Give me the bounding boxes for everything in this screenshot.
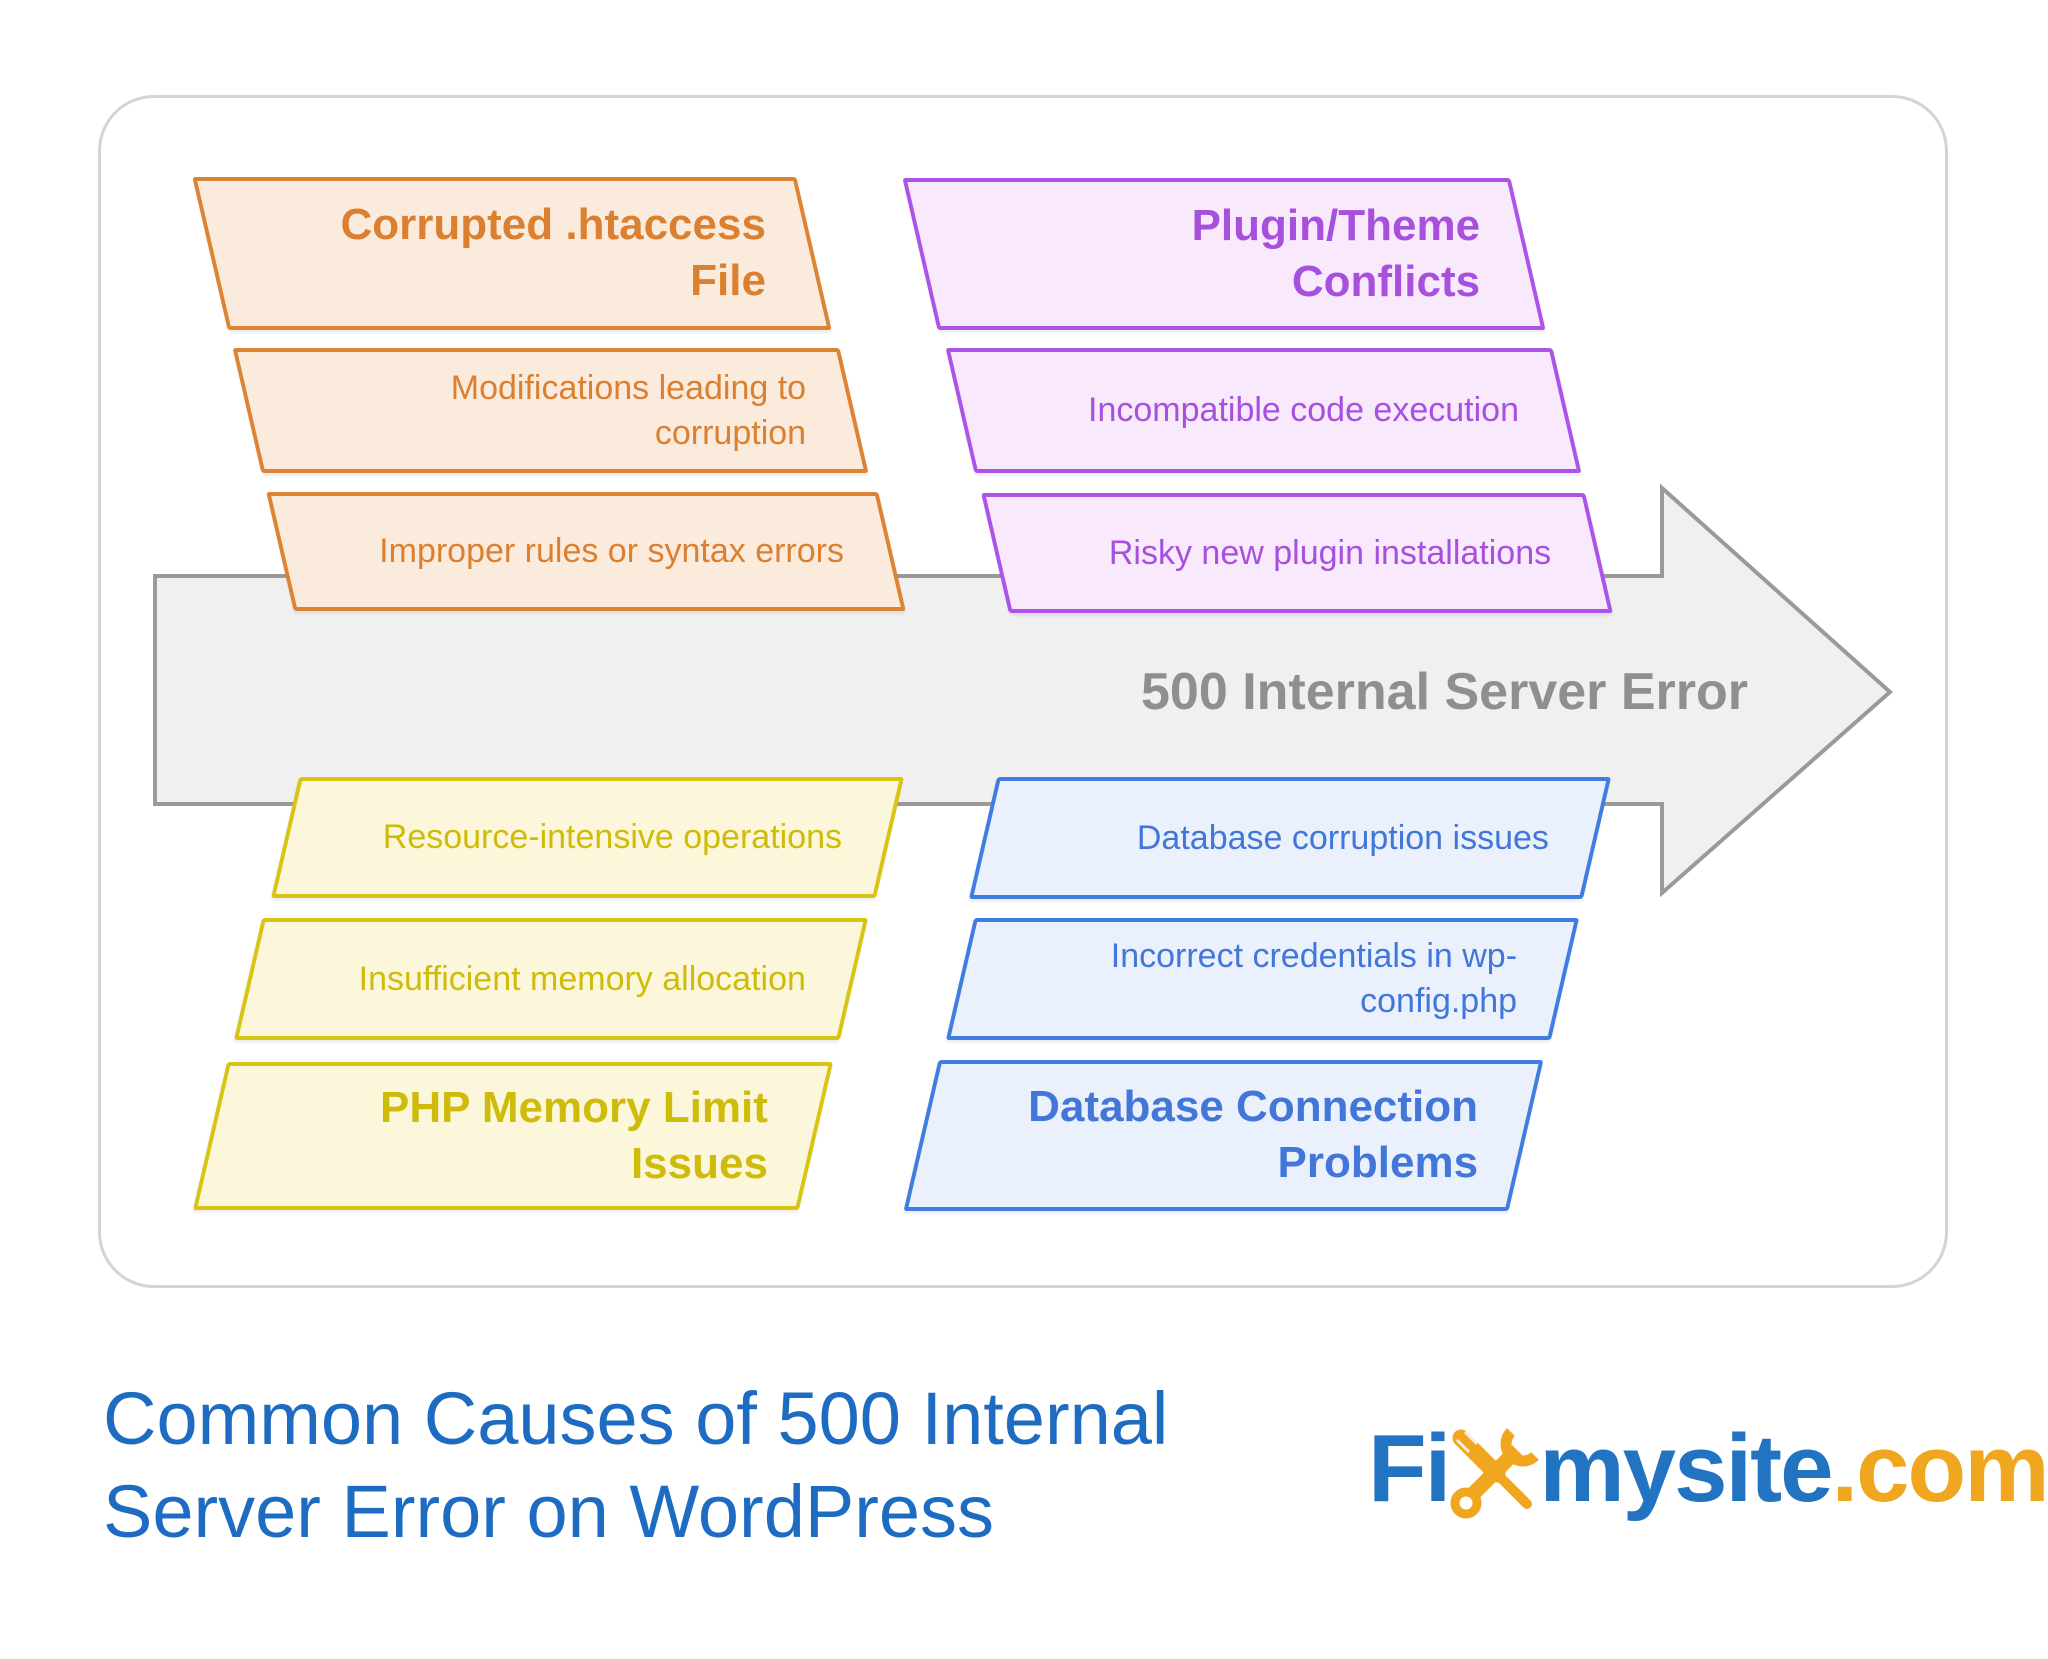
logo-text-com: .com	[1831, 1415, 2048, 1522]
php-memory-item-box: Insufficient memory allocation	[233, 918, 869, 1040]
htaccess-header-box: Corrupted .htaccess File	[192, 177, 832, 330]
logo-text-mysite: mysite	[1539, 1415, 1833, 1522]
php-memory-header-label: PHP Memory Limit Issues	[380, 1082, 768, 1188]
htaccess-header-label: Corrupted .htaccess File	[340, 200, 766, 306]
htaccess-item-box: Modifications leading to corruption	[232, 348, 869, 473]
database-item-label: Database corruption issues	[1136, 818, 1549, 857]
plugin-theme-header-label: Plugin/Theme Conflicts	[1191, 200, 1480, 306]
database-item-label: Incorrect credentials in wp- config.php	[1110, 937, 1517, 1020]
fixmysite-logo: Fi mysite .com	[1368, 1404, 2048, 1534]
plugin-theme-item-label: Incompatible code execution	[1088, 391, 1519, 430]
php-memory-item-label: Insufficient memory allocation	[358, 959, 806, 998]
php-memory-item-label: Resource-intensive operations	[382, 818, 842, 857]
plugin-theme-item-label: Risky new plugin installations	[1108, 533, 1551, 572]
php-memory-header-box: PHP Memory Limit Issues	[192, 1062, 834, 1210]
page-title: Common Causes of 500 Internal Server Err…	[103, 1377, 1169, 1554]
logo-text-fi: Fi	[1368, 1415, 1451, 1522]
database-header-box: Database Connection Problems	[903, 1060, 1544, 1211]
htaccess-item-label: Modifications leading to corruption	[450, 368, 806, 452]
database-item-box: Database corruption issues	[968, 777, 1612, 899]
plugin-theme-item-box: Risky new plugin installations	[981, 493, 1613, 613]
plugin-theme-item-box: Incompatible code execution	[945, 348, 1582, 473]
htaccess-item-label: Improper rules or syntax errors	[379, 532, 844, 571]
arrow-label: 500 Internal Server Error	[1141, 663, 1748, 721]
plugin-theme-header-box: Plugin/Theme Conflicts	[902, 178, 1546, 330]
database-header-label: Database Connection Problems	[1028, 1082, 1478, 1188]
htaccess-item-box: Improper rules or syntax errors	[266, 492, 906, 611]
php-memory-item-box: Resource-intensive operations	[271, 777, 904, 898]
wrench-screwdriver-x-icon	[1450, 1428, 1540, 1519]
database-item-box: Incorrect credentials in wp- config.php	[945, 918, 1580, 1040]
